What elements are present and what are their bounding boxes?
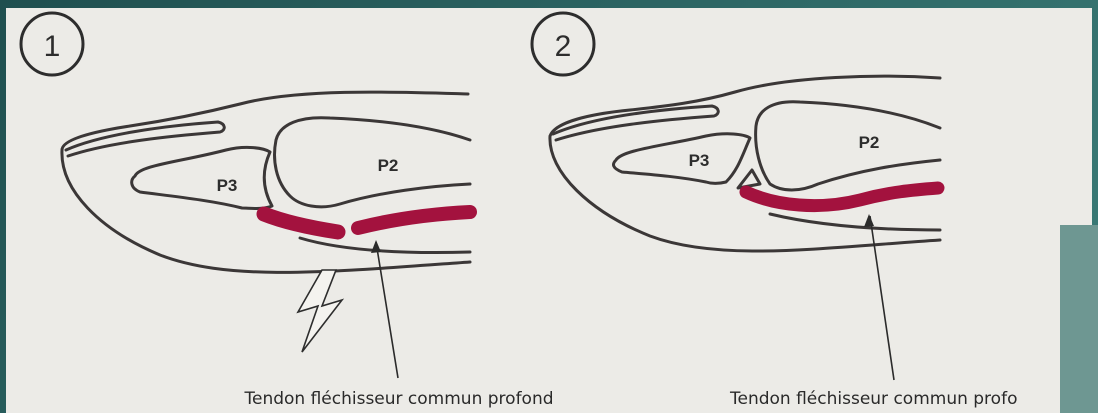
panel-1-tendon-proximal-stump xyxy=(358,212,470,228)
panel-1-finger-outline xyxy=(62,92,470,272)
panel-1-palmar-line xyxy=(300,238,470,252)
panel-2-bone-fragment xyxy=(738,170,760,188)
panel-2-caption: Tendon fléchisseur commun profo xyxy=(729,389,1017,409)
panel-2-label-p2: P2 xyxy=(859,133,880,152)
panel-2-tendon xyxy=(746,188,938,206)
panel-2-middle-phalanx xyxy=(756,102,940,190)
panel-2-arrowhead xyxy=(864,214,874,227)
panel-2-arrow xyxy=(870,216,894,380)
slide-accent-square xyxy=(1060,225,1098,413)
panel-2-distal-phalanx xyxy=(614,134,750,184)
panel-1-label-p2: P2 xyxy=(378,156,399,175)
panel-2-finger-outline xyxy=(550,76,940,251)
panel-2: 2 P3 P2 Tendon fléchisseur commun profo xyxy=(532,13,1017,409)
panel-2-palmar-line xyxy=(770,214,940,230)
panel-1-caption: Tendon fléchisseur commun profond xyxy=(243,389,553,409)
panel-1-nail xyxy=(66,122,224,156)
panel-1: 1 P3 P2 Tendon fléchisseur commun profon… xyxy=(21,13,554,409)
panel-1-number: 1 xyxy=(44,30,61,63)
panel-1-arrow xyxy=(376,242,398,378)
panel-2-number: 2 xyxy=(555,30,572,63)
panel-2-nail xyxy=(553,106,718,140)
panel-1-tendon-distal-stump xyxy=(264,214,338,232)
panel-1-arrowhead xyxy=(371,240,381,253)
panel-2-label-p3: P3 xyxy=(689,151,710,170)
lightning-bolt-icon xyxy=(298,270,342,352)
panel-1-distal-phalanx xyxy=(132,147,272,208)
panel-1-middle-phalanx xyxy=(275,118,470,207)
panel-1-label-p3: P3 xyxy=(217,176,238,195)
